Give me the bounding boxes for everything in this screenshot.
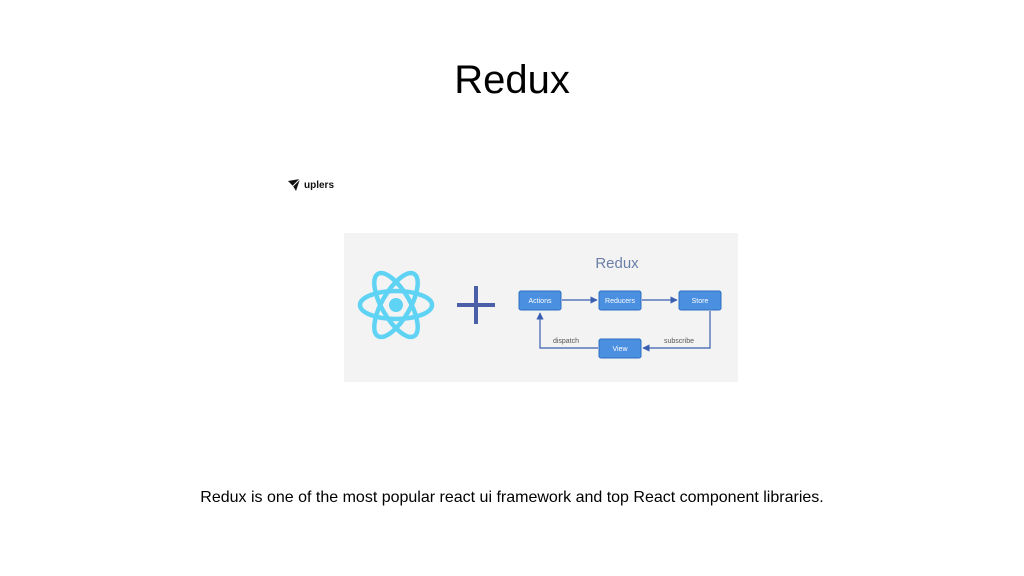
edge-label-dispatch: dispatch [553,338,579,345]
plus-icon [457,286,495,324]
svg-text:Actions: Actions [529,298,552,305]
react-logo-icon [357,270,435,340]
edge-label-subscribe: subscribe [664,338,694,345]
uplers-logo: uplers [287,177,334,193]
node-view: View [598,338,642,359]
svg-text:Reducers: Reducers [605,298,635,305]
node-reducers: Reducers [598,290,642,311]
arrow-store-view [642,311,711,352]
arrow-view-actions [536,312,598,349]
logo-text: uplers [304,179,335,191]
slide-title: Redux [454,58,570,102]
slide-caption: Redux is one of the most popular react u… [200,489,824,506]
svg-text:Store: Store [692,298,709,305]
uplers-logo-icon [288,178,301,191]
redux-diagram: Redux Actions Reducers Store View [344,233,738,382]
diagram-heading: Redux [595,255,639,272]
node-actions: Actions [518,290,562,311]
node-store: Store [678,290,722,311]
svg-text:View: View [612,346,628,353]
